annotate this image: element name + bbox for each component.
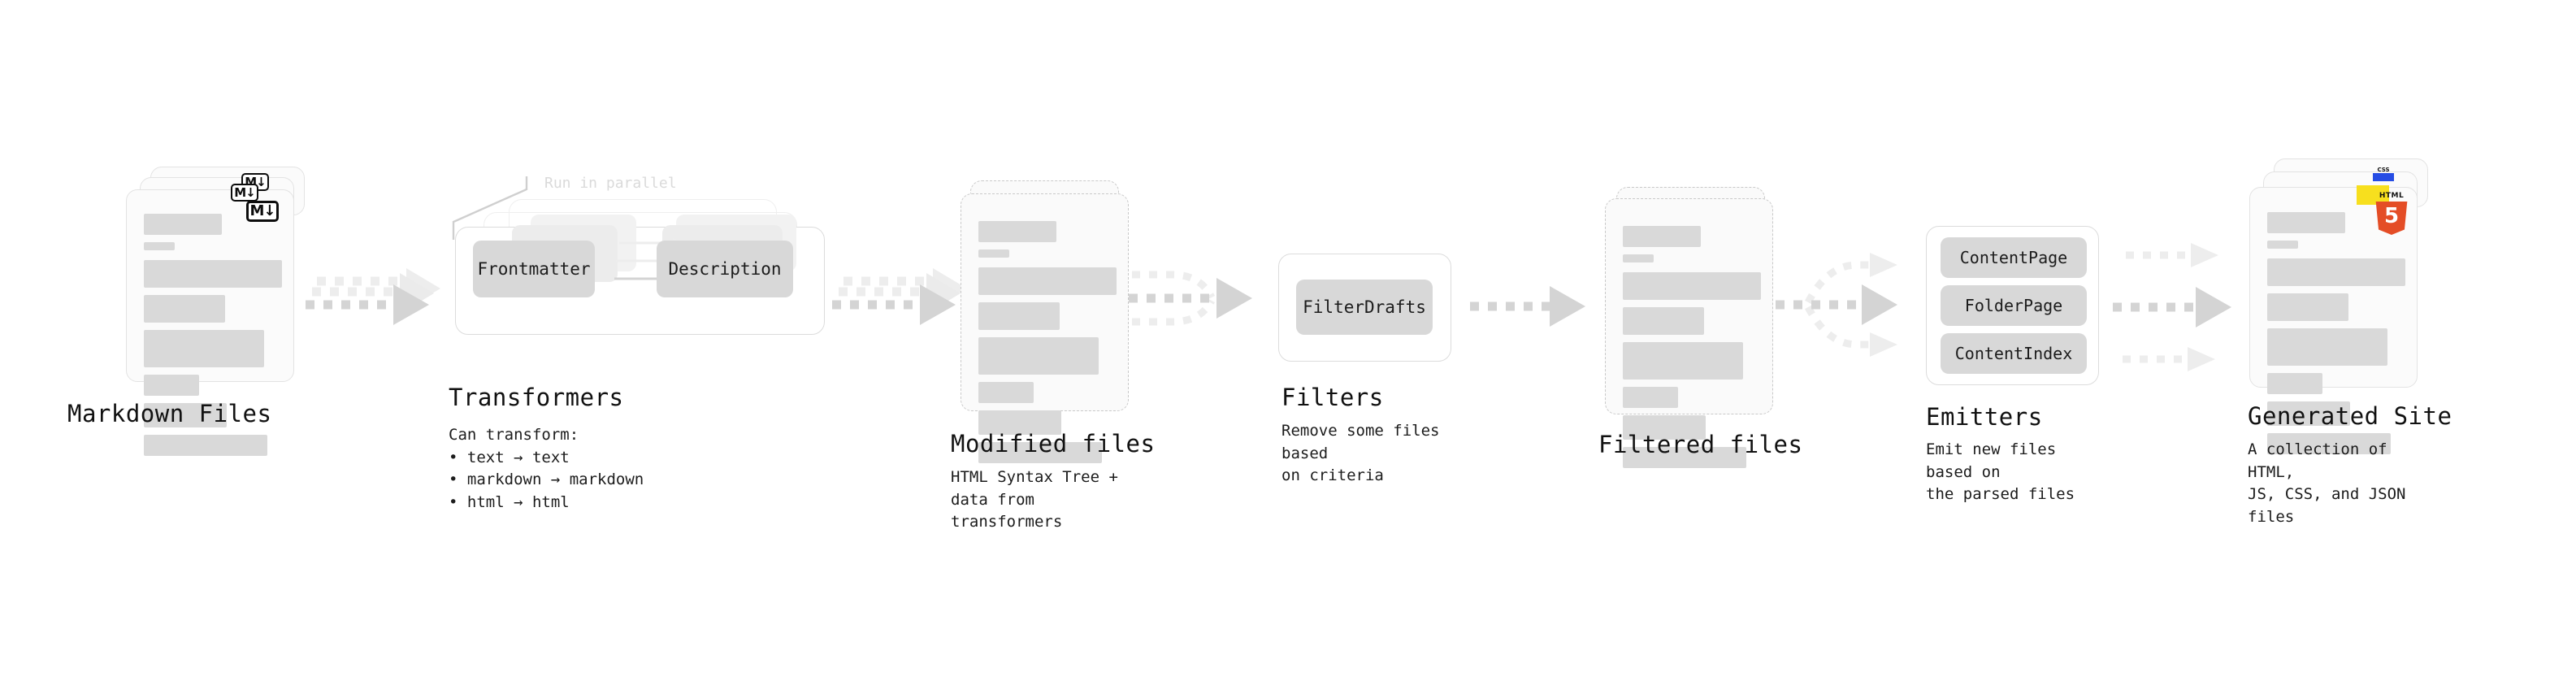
skeleton-bar [144,295,225,323]
skeleton-bar [978,382,1034,403]
skeleton-bar [144,375,199,396]
skeleton-bar [2267,293,2348,321]
skeleton-bar [978,442,1102,463]
css-badge: CSS [2373,167,2394,181]
skeleton-bar [978,221,1056,242]
html5-icon-caption: HTML [2379,192,2405,200]
skeleton-bar [1623,254,1654,262]
stage-subtitle-transformers: Can transform: • text → text • markdown … [449,426,644,511]
stage-title-emitters: Emitters [1926,403,2043,431]
stage-title-filters: Filters [1281,384,1384,411]
skeleton-bar [2267,433,2391,454]
transformers-chip-frontmatter[interactable]: Frontmatter [473,241,595,297]
skeleton-bar [144,435,267,456]
stage-subtitle-generated-site: A collection of HTML, JS, CSS, and JSON … [2248,440,2406,526]
skeleton-bar [1623,387,1678,408]
stage-subtitle-filters: Remove some files based on criteria [1281,422,1440,485]
skeleton-bar [978,267,1117,295]
conn-emitters-site [2113,243,2231,371]
conn-filters-filtered [1470,286,1585,327]
skeleton-bar [2267,241,2298,249]
skeleton-bar [1623,307,1704,335]
skeleton-bar [1623,415,1706,440]
conn-markdown-transformers [306,268,440,325]
generated-skeleton-bars [2267,212,2417,462]
transformers-chip-description[interactable]: Description [657,241,793,297]
stage-title-modified-files: Modified files [951,430,1156,458]
emitters-chip-folderpage[interactable]: FolderPage [1941,285,2087,326]
stage-filtered-files: Filtered files [1598,187,1802,468]
markdown-icon-back-1: M↓ [231,184,258,202]
skeleton-bar [144,330,264,367]
markdown-icon: M↓ [246,201,279,222]
skeleton-bar [2267,328,2387,366]
stage-subtitle-modified-files: HTML Syntax Tree + data from transformer… [951,468,1118,531]
conn-filtered-emitters [1776,253,1897,357]
modified-skeleton-bars [978,221,1117,471]
run-in-parallel-label: Run in parallel [544,175,677,192]
skeleton-bar [2267,258,2405,286]
stage-filters: FilterDrafts Filters Remove some files b… [1278,254,1455,484]
stage-subtitle-emitters: Emit new files based on the parsed files [1926,440,2075,504]
stage-title-filtered-files: Filtered files [1598,431,1803,458]
generated-site-stack: CSS HTML 5 [2249,158,2436,454]
filters-chip-filterdrafts[interactable]: FilterDrafts [1296,280,1433,335]
stage-title-generated-site: Generated Site [2248,402,2452,430]
skeleton-bar [978,337,1099,375]
skeleton-bar [144,403,227,427]
emitters-chip-contentpage[interactable]: ContentPage [1941,237,2087,278]
conn-modified-filters [1129,271,1252,326]
skeleton-bar [144,214,222,235]
skeleton-bar [978,302,1060,330]
filtered-skeleton-bars [1623,226,1761,475]
conn-transformers-modified [832,268,967,325]
skeleton-bar [1623,272,1761,300]
stage-transformers: Frontmatter Description Run in parallel … [449,175,837,511]
html5-icon-shield: 5 [2375,202,2408,235]
skeleton-bar [978,410,1061,435]
skeleton-bar [1623,342,1743,380]
stage-markdown-files: M↓ M↓ M↓ Markdown Files [67,167,313,456]
stage-generated-site: CSS HTML 5 Generated Site A collection o… [2248,158,2452,526]
skeleton-bar [978,249,1009,258]
run-in-parallel-bracket [452,176,528,240]
stage-modified-files: Modified files HTML Syntax Tree + data f… [951,180,1155,531]
html5-icon: HTML 5 [2373,193,2410,235]
stage-title-markdown-files: Markdown Files [67,400,272,427]
stage-title-transformers: Transformers [449,384,624,411]
css-badge-label: CSS [2377,167,2390,173]
skeleton-bar [2267,373,2322,394]
skeleton-bar [1623,447,1746,468]
markdown-skeleton-bars [144,214,293,463]
emitters-chip-contentindex[interactable]: ContentIndex [1941,333,2087,374]
markdown-file-stack: M↓ M↓ M↓ [126,167,313,456]
skeleton-bar [144,242,175,250]
filtered-file-stack [1605,187,1780,468]
skeleton-bar [2267,212,2345,233]
skeleton-bar [1623,226,1701,247]
skeleton-bar [2267,401,2350,426]
stage-emitters: ContentPage FolderPage ContentIndex Emit… [1926,226,2105,503]
modified-file-stack [961,180,1135,463]
skeleton-bar [144,260,282,288]
